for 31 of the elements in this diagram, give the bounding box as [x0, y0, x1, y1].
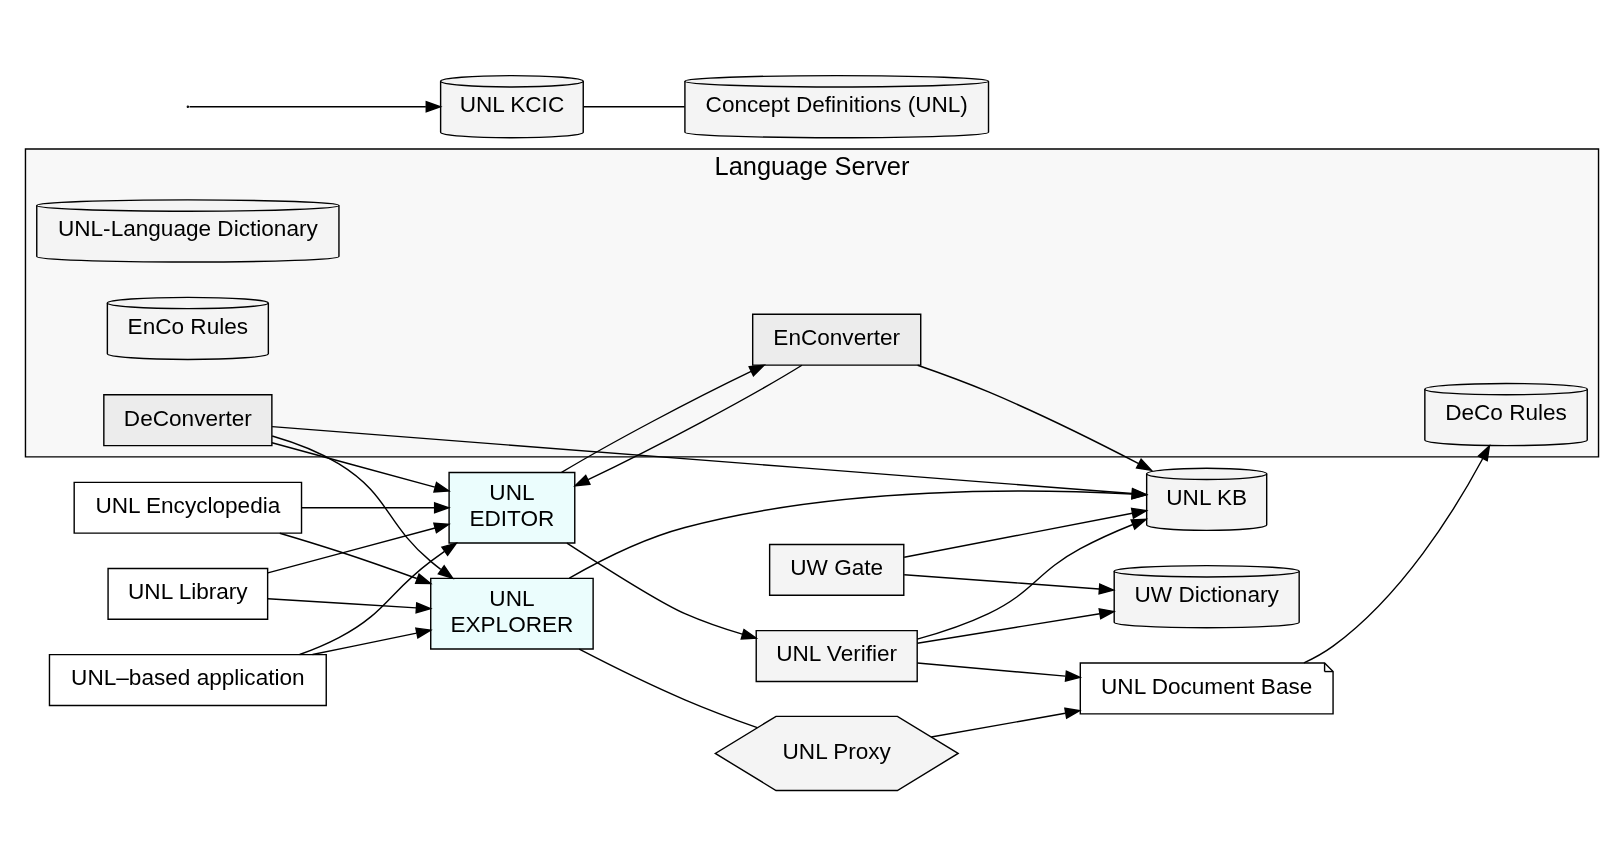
arrow — [903, 507, 1149, 558]
arrow — [916, 518, 1149, 640]
arrow — [279, 532, 433, 585]
arrow — [267, 522, 451, 574]
arrow — [916, 607, 1116, 644]
node-box: UW Gate — [768, 543, 905, 596]
arrow — [311, 627, 433, 656]
arrow — [300, 501, 451, 514]
arrow — [930, 707, 1082, 738]
node-box: EnConverter — [752, 313, 922, 366]
arrow — [916, 662, 1083, 683]
node-box: UNL EXPLORER — [430, 577, 594, 650]
node-box: UNL Encyclopedia — [73, 481, 303, 534]
connector — [578, 648, 759, 729]
arrow — [916, 364, 1154, 472]
connector — [582, 106, 686, 108]
node-box: UNL Verifier — [755, 629, 918, 683]
node-box: UNL EDITOR — [448, 471, 576, 544]
arrow — [298, 541, 459, 656]
arrow — [903, 574, 1116, 595]
arrow — [271, 435, 455, 580]
node-box: DeConverter — [103, 394, 273, 447]
arrow — [560, 364, 766, 474]
arrow — [271, 442, 451, 493]
arrow — [1303, 444, 1491, 664]
arrow — [573, 364, 803, 487]
node-box: UNL Library — [107, 567, 269, 620]
arrow — [566, 542, 759, 640]
arrow — [188, 100, 443, 113]
node-box: UNL–based application — [48, 653, 327, 707]
arrow — [267, 598, 433, 614]
